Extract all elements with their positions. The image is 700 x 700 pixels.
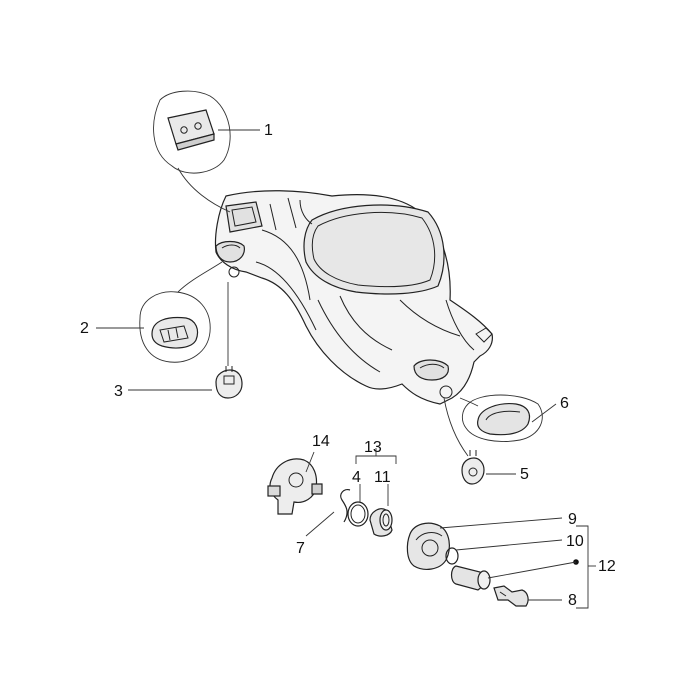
part-4-o-ring — [347, 501, 369, 527]
callout-bubble-1 — [153, 90, 231, 213]
label-3: 3 — [114, 383, 123, 400]
label-9: 9 — [568, 511, 577, 528]
part-14-ignition-housing — [267, 458, 323, 515]
label-1: 1 — [264, 122, 273, 139]
part-2-switch — [151, 316, 199, 349]
callout-bubble-2 — [139, 261, 223, 363]
part-11-bushing — [369, 508, 393, 537]
bracket-12 — [576, 525, 589, 609]
leader-line-9 — [439, 517, 563, 529]
handlebar-cover — [214, 190, 493, 405]
label-2: 2 — [80, 320, 89, 337]
label-5: 5 — [520, 466, 529, 483]
callout-stem-5 — [443, 397, 469, 457]
part-10-o-ring — [445, 547, 459, 565]
part-6-lens — [477, 403, 531, 436]
label-10: 10 — [566, 533, 584, 550]
part-5-bulb — [461, 450, 485, 485]
label-6: 6 — [560, 395, 569, 412]
leader-lines — [96, 129, 596, 609]
leader-line-10 — [455, 539, 563, 551]
label-13: 13 — [364, 439, 382, 456]
label-12: 12 — [598, 558, 616, 575]
part-8-key — [493, 585, 529, 607]
leader-line-7 — [305, 511, 335, 537]
part-7-clip — [340, 489, 351, 523]
label-4: 4 — [352, 469, 361, 486]
part-labels: 1 2 3 4 5 6 7 8 9 10 11 12 13 14 — [80, 122, 616, 609]
part-1-switch-block — [167, 109, 215, 151]
lock-barrel — [450, 565, 491, 591]
part-9-lock-cover — [406, 522, 450, 570]
label-7: 7 — [296, 540, 305, 557]
label-8: 8 — [568, 592, 577, 609]
leader-line-14 — [305, 451, 315, 473]
callout-bubble-6 — [459, 394, 543, 442]
leader-line-6 — [531, 403, 557, 423]
label-14: 14 — [312, 433, 330, 450]
bracket-13 — [355, 455, 397, 464]
part-3-button — [215, 366, 243, 399]
label-11: 11 — [374, 469, 391, 486]
